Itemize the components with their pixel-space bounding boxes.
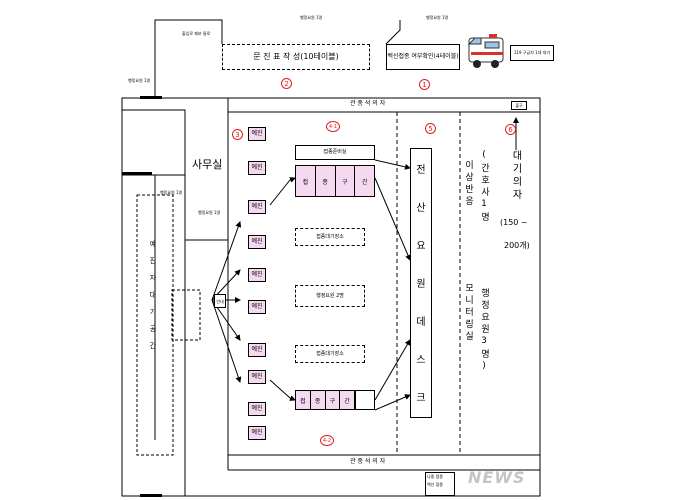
vaccination-check-box: 백신접종 여부확인(4테이블) (386, 44, 460, 70)
step-circle-4-2: 4-2 (320, 435, 334, 446)
vaccine-waiting-area-1: 접종대기장소 (295, 228, 365, 246)
prescreen-table: 예진 (248, 402, 266, 416)
waiting-chairs-count-2: 200개) (504, 241, 530, 250)
prep-room-box: 접종준비실 (295, 145, 375, 160)
form-writing-box: 문 진 표 작 성(10테이블) (222, 44, 370, 70)
prescreen-table: 예진 (248, 300, 266, 314)
audience-label-top: 관 중 석 의 자 (350, 100, 386, 107)
watermark: NEWS (468, 468, 526, 487)
ambulance-note: 119 구급차 1대 대기 (513, 50, 551, 55)
vaccine-waiting-area-2: 접종대기장소 (295, 345, 365, 363)
waiting-area-1-label: 접종대기장소 (316, 234, 344, 240)
waiting-space-label: 예 진 자 대 기 공 간 (149, 240, 157, 350)
ambulance-icon (467, 26, 507, 72)
waiting-chairs-count: (150 ~ (500, 218, 528, 227)
vaccination-booth-upper: 접 종 구 간 (295, 165, 375, 197)
prescreen-table: 예진 (248, 127, 266, 141)
observation-col-1: (간호사1명 (479, 150, 489, 224)
desk-char: 요 (416, 241, 426, 252)
prescreen-table: 예진 (248, 200, 266, 214)
entrance-bar-bottom (140, 494, 162, 497)
office-guide-label: 행정요원 1명 (198, 210, 221, 215)
booth-cell: 간 (344, 397, 350, 405)
prep-room-label: 접종준비실 (323, 149, 347, 155)
waiting-chairs-title: 대기의자 (510, 150, 521, 202)
booth-cell: 간 (361, 178, 368, 186)
prescreen-table: 예진 (248, 161, 266, 175)
lower-prep-box (355, 390, 375, 410)
step-circle-4-1: 4-1 (326, 121, 340, 132)
booth-cell: 접 (296, 166, 316, 196)
waiting-area-2-label: 접종대기장소 (316, 351, 344, 357)
admin-staff-area: 행정요원 2명 (295, 285, 365, 307)
desk-char: 크 (416, 393, 426, 404)
exit-label-box: 출구 (511, 101, 527, 110)
guide-small-box: 안내 (214, 294, 226, 308)
office-label: 사무실 (192, 158, 223, 171)
vaccination-check-label: 백신접종 여부확인(4테이블) (387, 53, 459, 60)
guide-label-top-right: 행정요원 1명 (426, 15, 449, 20)
prescreen-table: 예진 (248, 235, 266, 249)
exit-label: 출구 (515, 103, 523, 108)
entrance-bar-left (122, 172, 152, 175)
legend-item-2: 백신 접종 (427, 482, 443, 487)
vaccination-booth-lower: 접 종 구 간 (295, 390, 355, 410)
desk-char: 데 (416, 317, 426, 328)
prescreen-table: 예진 (248, 343, 266, 357)
bottom-legend: 나중 접종 백신 접종 (425, 472, 455, 496)
guide-label-left: 행정요원 1명 (128, 78, 151, 83)
booth-cell: 종 (316, 166, 336, 196)
form-writing-label: 문 진 표 작 성(10테이블) (253, 52, 339, 61)
step-circle-6: 6 (505, 124, 516, 135)
step-circle-1: 1 (419, 79, 430, 90)
prescreen-table: 예진 (248, 426, 266, 440)
observation-col-2: 이상반응 (463, 160, 473, 208)
computer-desk: 전 산 요 원 데 스 크 (410, 148, 432, 418)
step-circle-2: 2 (281, 78, 292, 89)
guide-left-mid: 행정요원 1명 (160, 190, 183, 195)
step-circle-3: 3 (232, 129, 243, 140)
prescreen-table: 예진 (248, 370, 266, 384)
audience-label-bottom: 관 중 석 의 자 (350, 458, 386, 465)
guide-small-label: 안내 (216, 299, 224, 304)
entrance-bar-top (140, 96, 162, 99)
booth-cell: 구 (336, 166, 356, 196)
observation-col-4: 행정요원3명) (479, 288, 489, 374)
guide-label-top-mid: 행정요원 1명 (300, 15, 323, 20)
guide-label-top-left: 출입로 제보 통로 (182, 31, 211, 36)
desk-char: 스 (416, 355, 426, 366)
booth-cell: 구 (326, 391, 341, 409)
booth-cell: 접 (296, 391, 311, 409)
ambulance-note-box: 119 구급차 1대 대기 (510, 45, 554, 61)
step-circle-5: 5 (425, 123, 436, 134)
prescreen-table: 예진 (248, 268, 266, 282)
desk-char: 산 (416, 203, 426, 214)
booth-cell: 종 (311, 391, 326, 409)
observation-col-3: 모니터링실 (463, 283, 473, 343)
desk-char: 전 (416, 165, 426, 176)
legend-item-1: 나중 접종 (427, 474, 443, 479)
admin-staff-label: 행정요원 2명 (316, 293, 344, 299)
desk-char: 원 (416, 279, 426, 290)
